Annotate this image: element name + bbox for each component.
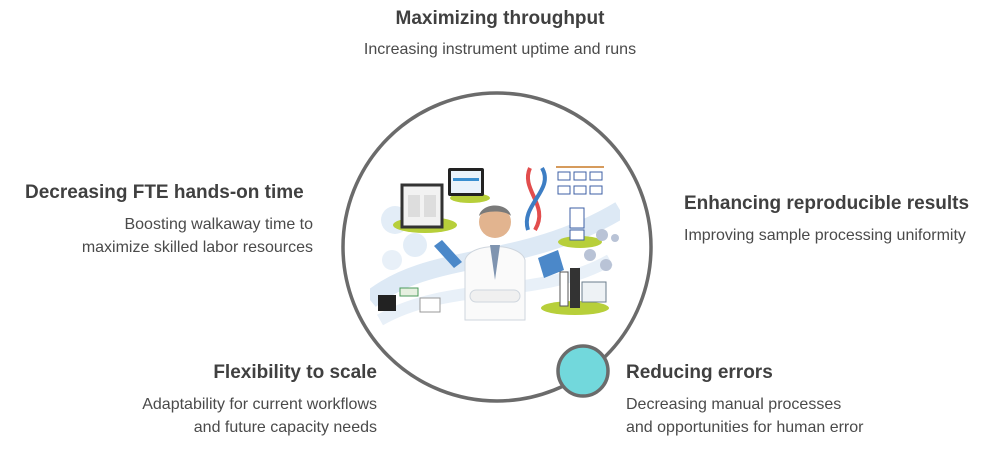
benefit-description-line: Decreasing manual processes (626, 396, 842, 413)
benefit-fte: Decreasing FTE hands-on time Boosting wa… (25, 182, 313, 259)
benefit-throughput: Maximizing throughput Increasing instrum… (300, 8, 700, 61)
benefit-title: Flexibility to scale (213, 362, 377, 383)
benefit-description-line: maximize skilled labor resources (81, 239, 313, 256)
benefit-errors: Reducing errors Decreasing manual proces… (626, 362, 906, 439)
benefit-description-line: and opportunities for human error (626, 419, 864, 436)
active-marker-dot (556, 344, 610, 398)
scientist-illustration (370, 166, 620, 326)
benefit-description-line: Boosting walkaway time to (124, 216, 313, 233)
benefit-title: Decreasing FTE hands-on time (25, 182, 304, 203)
benefit-description-line: Improving sample processing uniformity (684, 227, 966, 244)
benefit-description-line: Increasing instrument uptime and runs (363, 41, 637, 58)
benefit-title: Reducing errors (626, 362, 773, 383)
benefit-description-line: Adaptability for current workflows (142, 396, 377, 413)
benefit-title: Enhancing reproducible results (684, 193, 970, 214)
benefit-title: Maximizing throughput (395, 8, 605, 29)
benefit-reproducible: Enhancing reproducible results Improving… (684, 193, 994, 247)
benefit-description-line: and future capacity needs (193, 419, 377, 436)
benefit-flexibility: Flexibility to scale Adaptability for cu… (100, 362, 377, 439)
